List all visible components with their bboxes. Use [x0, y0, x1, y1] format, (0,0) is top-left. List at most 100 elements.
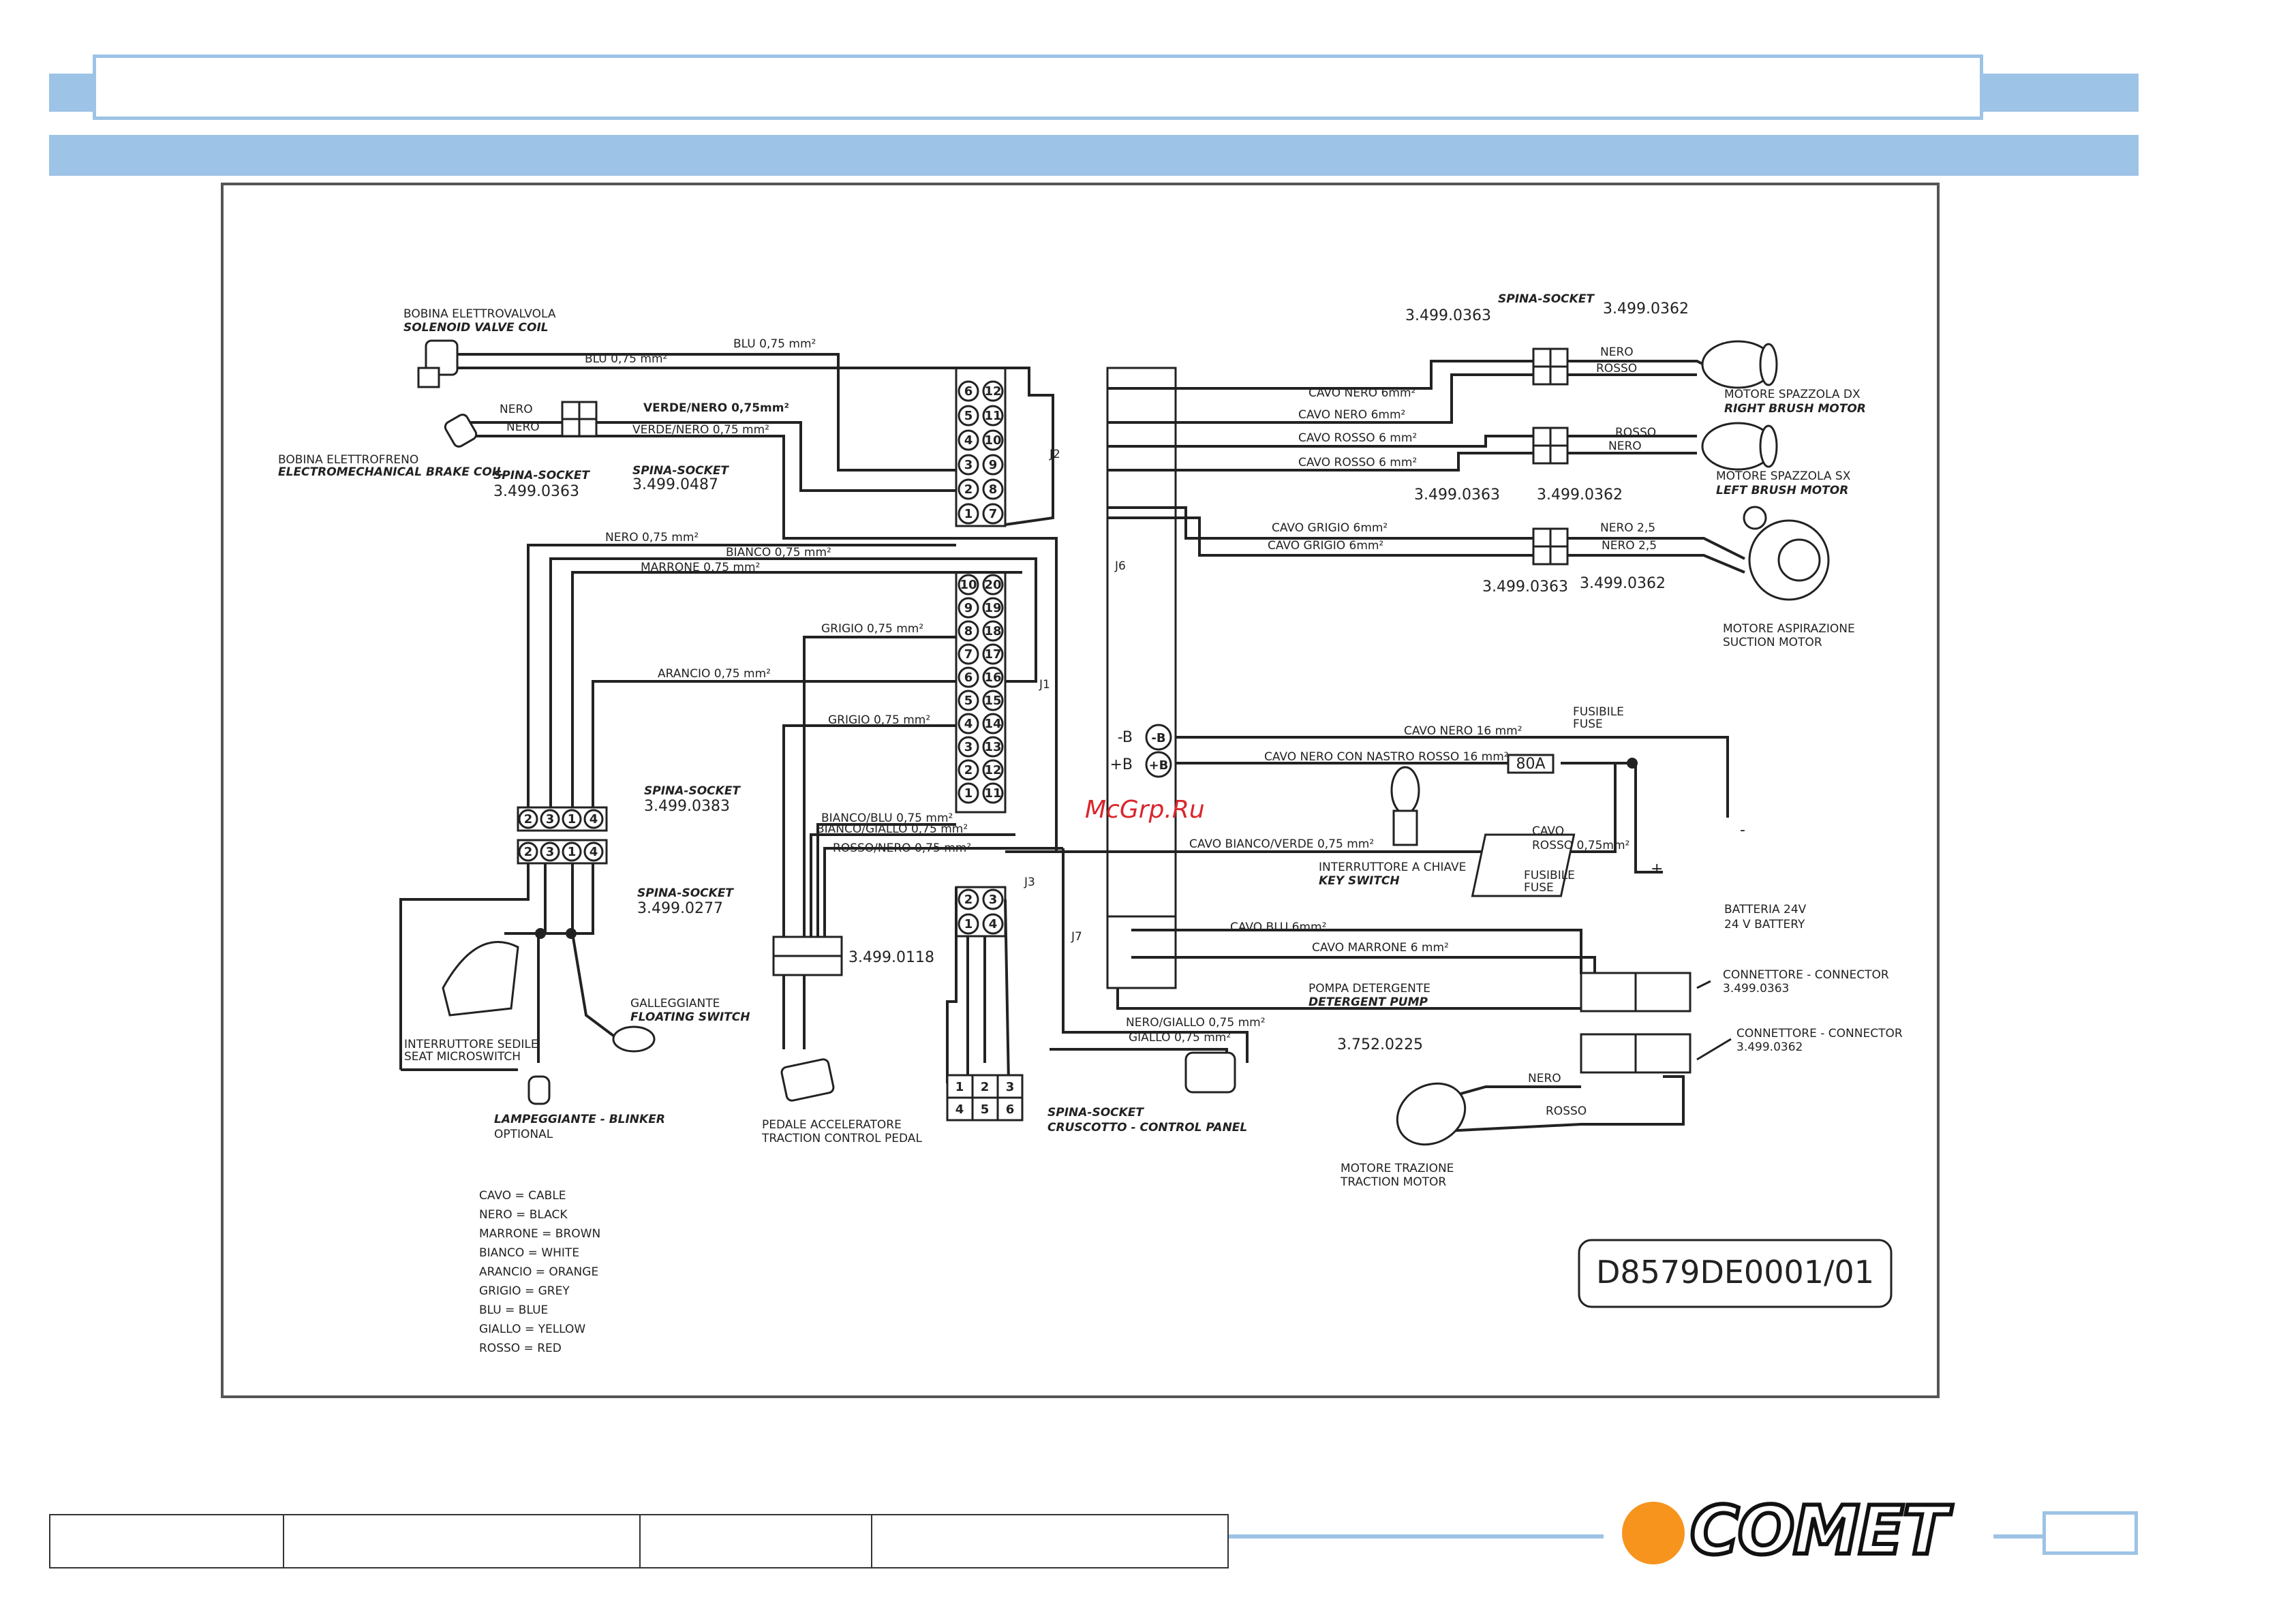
svg-text:NERO: NERO — [1608, 439, 1642, 453]
j1-pin-label: 2 — [964, 763, 973, 777]
svg-text:J3: J3 — [1024, 876, 1035, 889]
page-number-box — [2042, 1511, 2138, 1555]
legend-entry: ROSSO = RED — [479, 1342, 562, 1355]
legend-entry: GRIGIO = GREY — [479, 1284, 570, 1298]
svg-text:J7: J7 — [1071, 930, 1082, 944]
terminal-pos: +B — [1145, 751, 1172, 778]
svg-text:MOTORE SPAZZOLA SX: MOTORE SPAZZOLA SX — [1716, 469, 1851, 483]
brush-sx-motor-icon — [1701, 422, 1778, 471]
j3-pin — [982, 888, 1004, 910]
j2-pin — [958, 503, 979, 525]
panel-pin-label: 3 — [1006, 1080, 1015, 1094]
footer-cell-2 — [283, 1514, 641, 1568]
svg-text:ROSSO: ROSSO — [1615, 426, 1656, 439]
j2-pin — [982, 405, 1004, 427]
svg-text:BLU 0,75 mm²: BLU 0,75 mm² — [585, 352, 667, 366]
svg-text:VERDE/NERO 0,75 mm²: VERDE/NERO 0,75 mm² — [632, 423, 769, 437]
svg-text:3.499.0362: 3.499.0362 — [1537, 486, 1623, 504]
svg-text:NERO: NERO — [506, 420, 540, 434]
j1-pin — [982, 782, 1004, 804]
header-title-box — [93, 55, 1983, 120]
svg-text:+: + — [1651, 861, 1663, 878]
panel-pin-label: 1 — [955, 1080, 964, 1094]
svg-text:3.499.0363: 3.499.0363 — [1723, 982, 1789, 995]
j2-pin — [982, 503, 1004, 525]
footer-line-right — [1993, 1534, 2045, 1539]
legend-entry: NERO = BLACK — [479, 1208, 568, 1222]
j1-pin-label: 13 — [984, 740, 1001, 754]
j2-pin — [958, 405, 979, 427]
svg-text:FUSIBILE: FUSIBILE — [1573, 705, 1624, 719]
j2-pin — [958, 478, 979, 500]
j1-pin — [982, 597, 1004, 619]
j1-pin — [958, 736, 979, 758]
svg-text:CAVO BLU 6mm²: CAVO BLU 6mm² — [1230, 921, 1326, 934]
j1-pin-label: 7 — [964, 647, 973, 662]
header-band-bottom — [49, 135, 2139, 176]
svg-text:CONNETTORE - CONNECTOR: CONNETTORE - CONNECTOR — [1723, 968, 1889, 982]
svg-text:FUSE: FUSE — [1573, 717, 1603, 731]
svg-text:CAVO NERO 16 mm²: CAVO NERO 16 mm² — [1404, 724, 1522, 738]
brand-dot-icon — [1622, 1502, 1685, 1564]
svg-text:3.499.0362: 3.499.0362 — [1603, 300, 1689, 318]
svg-text:KEY SWITCH: KEY SWITCH — [1319, 874, 1400, 888]
terminal-neg: -B — [1145, 724, 1172, 751]
svg-text:BIANCO 0,75 mm²: BIANCO 0,75 mm² — [726, 546, 831, 559]
footer-line-left — [1229, 1534, 1604, 1539]
svg-text:GRIGIO 0,75 mm²: GRIGIO 0,75 mm² — [828, 713, 930, 727]
j2-pin-label: 3 — [964, 458, 973, 472]
j1-pin — [958, 643, 979, 665]
component-labels: BOBINA ELETTROVALVOLA SOLENOID VALVE COI… — [278, 307, 1903, 1189]
drawing-code-box: D8579DE0001/01 — [1578, 1239, 1893, 1308]
svg-text:ARANCIO 0,75 mm²: ARANCIO 0,75 mm² — [658, 667, 771, 681]
panel-pin-label: 6 — [1006, 1102, 1015, 1117]
svg-text:3.499.0363: 3.499.0363 — [1414, 486, 1500, 504]
svg-text:3.499.0362: 3.499.0362 — [1580, 575, 1666, 592]
svg-text:SPINA-SOCKET: SPINA-SOCKET — [644, 784, 741, 798]
svg-text:ROSSO: ROSSO — [1596, 362, 1637, 375]
j2-pin-label: 7 — [989, 507, 998, 521]
svg-text:MARRONE 0,75 mm²: MARRONE 0,75 mm² — [641, 561, 760, 574]
socket-labels: SPINA-SOCKET 3.499.0363 3.499.0362 3.499… — [493, 292, 1689, 1053]
socket-pin-label: 3 — [546, 812, 555, 826]
j1-pin-label: 9 — [964, 601, 973, 615]
j1-pin-label: 3 — [964, 740, 973, 754]
j1-pin — [982, 574, 1004, 596]
svg-text:FLOATING SWITCH: FLOATING SWITCH — [630, 1010, 750, 1024]
key-switch-icon — [1390, 766, 1420, 846]
j1-pin-label: 14 — [984, 717, 1001, 731]
floating-switch-icon — [612, 1025, 656, 1053]
svg-text:+B: +B — [1109, 756, 1133, 773]
brake-coil-icon — [444, 414, 478, 448]
svg-text:LAMPEGGIANTE - BLINKER: LAMPEGGIANTE - BLINKER — [494, 1113, 665, 1126]
j2-pin-label: 8 — [989, 482, 998, 497]
seat-microswitch-icon — [442, 941, 519, 1017]
svg-text:CAVO NERO CON NASTRO ROSSO 16: CAVO NERO CON NASTRO ROSSO 16 mm² — [1264, 750, 1509, 764]
legend-entry: BIANCO = WHITE — [479, 1246, 579, 1260]
j1-pin — [982, 620, 1004, 642]
traction-motor-icon — [1396, 1082, 1467, 1146]
svg-text:INTERRUTTORE SEDILE: INTERRUTTORE SEDILE — [404, 1038, 538, 1051]
svg-text:POMPA DETERGENTE: POMPA DETERGENTE — [1308, 982, 1430, 995]
svg-text:ROSSO: ROSSO — [1546, 1104, 1587, 1118]
socket-pin-label: 1 — [568, 845, 577, 859]
svg-text:RIGHT BRUSH MOTOR: RIGHT BRUSH MOTOR — [1724, 402, 1866, 416]
svg-text:D8579DE0001/01: D8579DE0001/01 — [1596, 1254, 1874, 1290]
svg-text:3.499.0383: 3.499.0383 — [644, 798, 730, 815]
svg-text:ROSSO 0,75mm²: ROSSO 0,75mm² — [1532, 839, 1629, 852]
j2-pin — [982, 380, 1004, 402]
svg-text:NERO: NERO — [500, 403, 533, 416]
svg-text:BOBINA ELETTROFRENO: BOBINA ELETTROFRENO — [278, 453, 418, 467]
svg-text:NERO 2,5: NERO 2,5 — [1600, 521, 1655, 535]
j3-pin-label: 2 — [964, 893, 973, 907]
j2-pin-label: 11 — [984, 409, 1001, 423]
svg-text:80A: 80A — [1516, 756, 1545, 773]
panel-pin-label: 2 — [981, 1080, 990, 1094]
socket-pin — [562, 841, 582, 862]
blinker-icon — [527, 1075, 551, 1105]
svg-text:CAVO GRIGIO 6mm²: CAVO GRIGIO 6mm² — [1272, 521, 1388, 535]
